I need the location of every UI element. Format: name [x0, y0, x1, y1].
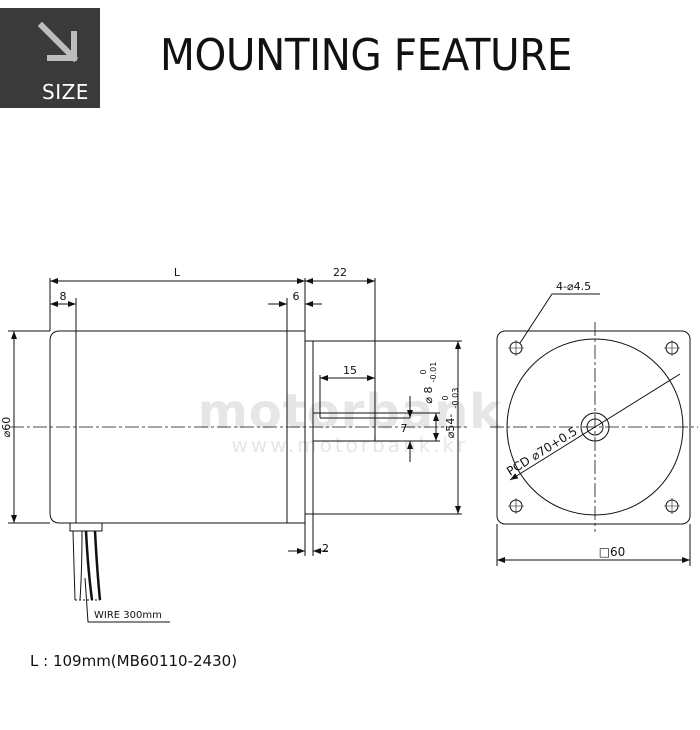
- dim-key-height-label: 7: [401, 422, 408, 435]
- front-view: [490, 293, 698, 566]
- size-badge: SIZE: [0, 8, 100, 108]
- mounting-holes: [508, 340, 680, 514]
- dim-shaft-length-label: 22: [333, 266, 347, 279]
- dim-key-length-label: 15: [343, 364, 357, 377]
- dim-pilot-tol-upper: 0: [441, 395, 450, 400]
- front-square-flange: [496, 330, 691, 525]
- dim-body-dia-label: ⌀60: [0, 417, 13, 438]
- motor-body: [49, 330, 306, 524]
- wire-label: WIRE 300mm: [94, 610, 162, 621]
- watermark-url: www.motorbank.kr: [232, 433, 469, 457]
- dim-pilot-dia-label: ⌀54-: [444, 414, 457, 439]
- wire: [72, 530, 83, 601]
- square-label: □60: [599, 545, 626, 559]
- dim-front-flange-label: 8: [60, 290, 67, 303]
- pcd-line: [509, 373, 681, 481]
- watermark-brand: motorbank: [198, 384, 503, 440]
- dim-length-label: L: [174, 266, 181, 279]
- pcd-label: PCD ⌀70+0.5: [504, 424, 580, 478]
- page-title: MOUNTING FEATURE: [160, 30, 572, 81]
- dim-pilot-tol-lower: -0.03: [451, 388, 460, 409]
- dim-shaft-dia-label: ⌀ 8: [422, 386, 435, 403]
- side-view: [8, 278, 470, 623]
- arrow-down-right-icon: [37, 21, 79, 63]
- dim-pilot-height-label: 2: [322, 542, 329, 555]
- dim-shaft-tol-lower: -0.01: [429, 362, 438, 383]
- wire-grommet: [69, 522, 103, 532]
- watermark: motorbank www.motorbank.kr: [198, 384, 503, 457]
- wire-leader: [84, 577, 170, 623]
- dim-shaft-tol-upper: 0: [419, 369, 428, 374]
- motor-mounting-drawing: motorbank www.motorbank.kr: [0, 266, 698, 623]
- shaft: [312, 412, 376, 442]
- dim-rear-cap-label: 6: [293, 290, 300, 303]
- badge-label: SIZE: [42, 80, 89, 104]
- hole-label: 4-⌀4.5: [556, 280, 591, 293]
- hole-leader: [519, 293, 600, 344]
- model-length-note: L : 109mm(MB60110-2430): [30, 652, 238, 670]
